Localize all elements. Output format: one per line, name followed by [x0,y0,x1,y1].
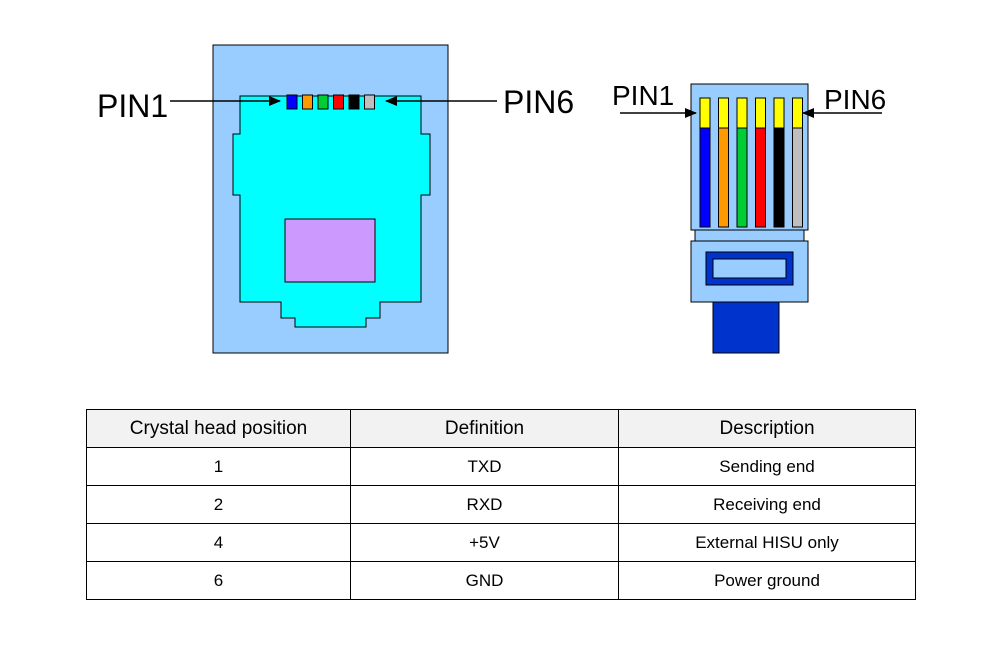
header-crystal-head-position: Crystal head position [86,409,351,448]
cell-description: Sending end [618,447,916,486]
header-description: Description [618,409,916,448]
cell-position: 2 [86,485,351,524]
table-row: 1 TXD Sending end [86,447,916,486]
rj-socket: PIN1 PIN6 [97,44,574,354]
plug-wire-3 [736,127,748,228]
socket-pin-3 [317,94,329,110]
socket-pin-1 [286,94,298,110]
socket-pin6-label: PIN6 [503,84,574,120]
table-row: 4 +5V External HISU only [86,523,916,562]
cell-position: 6 [86,561,351,600]
plug-wire-5 [773,127,785,228]
plug-neck [694,229,805,242]
cell-description: External HISU only [618,523,916,562]
cell-definition: GND [350,561,619,600]
plug-contact-2 [718,97,729,129]
cell-description: Receiving end [618,485,916,524]
plug-wire-6 [792,127,803,228]
plug-pin6-label: PIN6 [824,84,886,115]
plug-wire-1 [699,127,711,228]
plug-wires [699,97,803,228]
rj-plug: PIN1 PIN6 [612,80,886,354]
table-row: 6 GND Power ground [86,561,916,600]
plug-contact-4 [755,97,766,129]
plug-wire-4 [755,127,766,228]
socket-latch [284,218,376,283]
cell-definition: TXD [350,447,619,486]
socket-pin-6 [364,94,375,110]
plug-contact-3 [736,97,748,129]
table-header-row: Crystal head position Definition Descrip… [86,409,916,448]
cell-definition: RXD [350,485,619,524]
cell-position: 1 [86,447,351,486]
connector-diagram: PIN1 PIN6 PIN1 PIN6 [97,44,886,354]
plug-wire-2 [718,127,729,228]
header-definition: Definition [350,409,619,448]
plug-window-inner [712,258,787,279]
plug-contact-1 [699,97,711,129]
socket-cavity [232,95,431,328]
socket-pin1-label: PIN1 [97,88,168,124]
plug-pin1-label: PIN1 [612,80,674,111]
cell-description: Power ground [618,561,916,600]
plug-contact-6 [792,97,803,129]
socket-pin-2 [302,94,313,110]
socket-pin-4 [333,94,344,110]
socket-pin-5 [348,94,360,110]
pin-definition-table: Crystal head position Definition Descrip… [86,409,916,600]
table-row: 2 RXD Receiving end [86,485,916,524]
socket-pins [286,94,375,110]
plug-cable [712,301,780,354]
cell-definition: +5V [350,523,619,562]
plug-contact-5 [773,97,785,129]
cell-position: 4 [86,523,351,562]
